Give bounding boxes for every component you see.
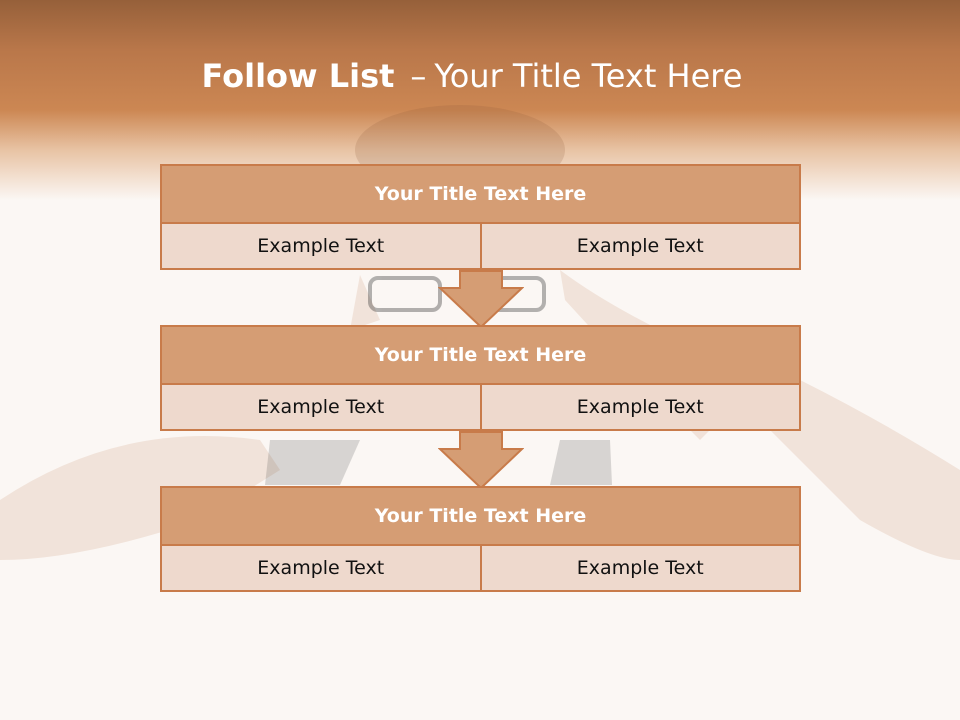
block-cell-right: Example Text <box>479 546 799 590</box>
block-cell-right: Example Text <box>479 385 799 429</box>
block-cell-left: Example Text <box>162 385 480 429</box>
title-bold: Follow List <box>201 57 395 95</box>
list-block-2: Your Title Text Here Example Text Exampl… <box>160 325 801 431</box>
block-title: Your Title Text Here <box>162 327 799 385</box>
block-cell-left: Example Text <box>162 546 480 590</box>
block-row: Example Text Example Text <box>162 385 799 429</box>
block-row: Example Text Example Text <box>162 546 799 590</box>
slide-title: Follow List–Your Title Text Here <box>0 56 944 96</box>
list-block-3: Your Title Text Here Example Text Exampl… <box>160 486 801 592</box>
block-cell-right: Example Text <box>479 224 799 268</box>
block-cell-left: Example Text <box>162 224 480 268</box>
title-rest: Your Title Text Here <box>434 57 743 95</box>
title-dash: – <box>410 57 427 95</box>
down-arrow-icon <box>438 270 524 328</box>
block-title: Your Title Text Here <box>162 166 799 224</box>
list-block-1: Your Title Text Here Example Text Exampl… <box>160 164 801 270</box>
block-title: Your Title Text Here <box>162 488 799 546</box>
down-arrow-icon <box>438 431 524 489</box>
block-row: Example Text Example Text <box>162 224 799 268</box>
